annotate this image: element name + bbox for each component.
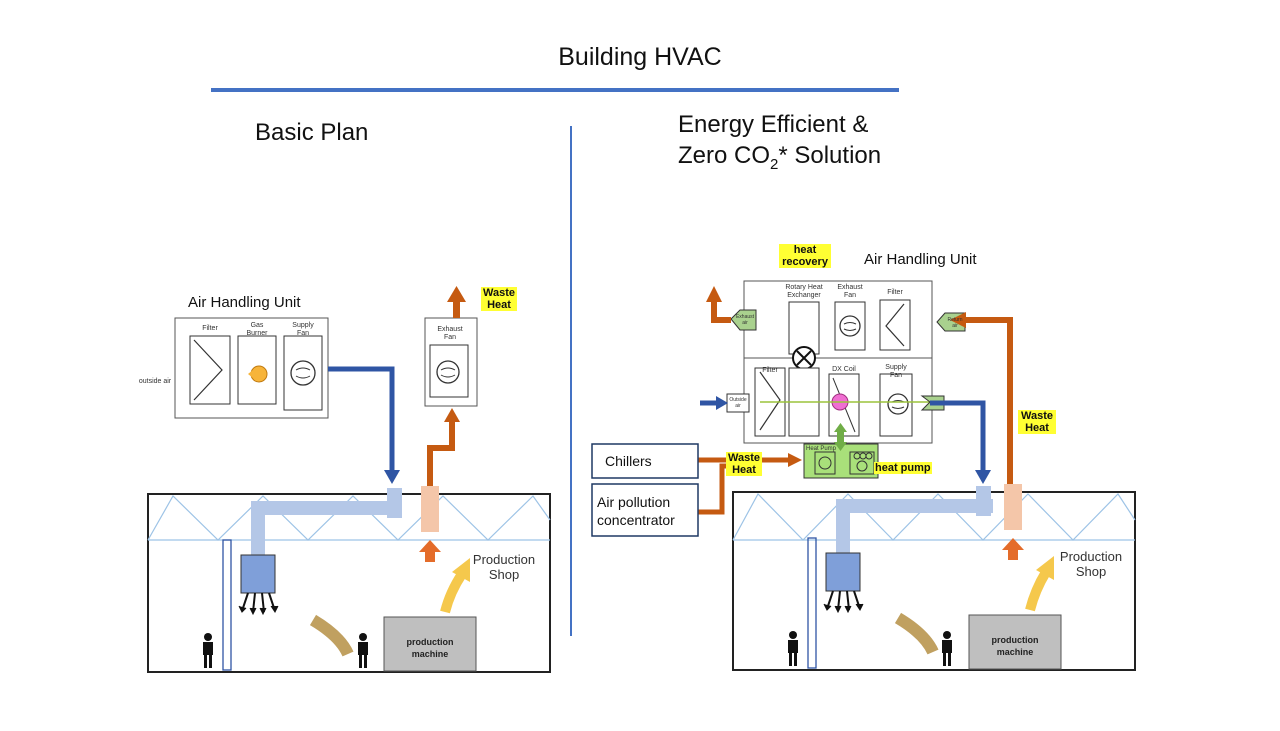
rotary-heat-exchanger-label: Rotary Heat Exchanger <box>785 284 823 299</box>
right-ahu-title: Air Handling Unit <box>864 251 977 268</box>
heat-pump-box-label: Heat Pump <box>806 446 837 452</box>
left-exhaust-unit <box>424 317 478 407</box>
left-supply-duct <box>328 366 395 470</box>
chillers-box <box>591 443 699 479</box>
heading-zero-co: Zero CO <box>678 142 771 169</box>
page-title: Building HVAC <box>558 43 722 71</box>
chillers-label: Chillers <box>605 453 652 469</box>
left-filter <box>189 335 231 405</box>
right-production-shop: Production Shop <box>1059 549 1123 579</box>
left-exhaust-arrow <box>447 286 466 318</box>
heading-solution: * Solution <box>778 142 882 169</box>
air-pollution-label: Air pollution concentrator <box>597 494 675 528</box>
air-pollution-box <box>591 483 699 537</box>
right-outside-air-label: Outside air <box>729 397 747 409</box>
left-supply-fan-label: Supply Fan <box>292 322 314 337</box>
left-filter-label: Filter <box>202 325 218 332</box>
right-supply-fan-label: Supply Fan <box>885 364 907 379</box>
right-heading-line2: Zero CO2* Solution <box>678 141 881 180</box>
title-underline <box>211 88 899 92</box>
right-filter-top-label: Filter <box>887 289 903 296</box>
heading-subscript: 2 <box>770 155 779 173</box>
left-heading: Basic Plan <box>255 119 369 146</box>
right-ahu <box>726 280 966 444</box>
dx-coil-label: DX Coil <box>832 366 856 373</box>
left-production-shop: Production Shop <box>472 552 536 582</box>
left-outside-air: outside air <box>138 378 172 385</box>
left-gas-burner-label: Gas Burner <box>246 322 268 337</box>
right-heading-line1: Energy Efficient & <box>678 111 869 138</box>
left-exhaust-duct <box>427 420 455 490</box>
left-production-machine: production machine <box>406 637 454 659</box>
return-air-label: Return air <box>947 317 963 329</box>
exhaust-air-label: Exhaust air <box>735 314 755 326</box>
left-building <box>147 486 551 673</box>
right-building <box>732 484 1136 671</box>
left-ahu-title: Air Handling Unit <box>188 294 301 311</box>
left-waste-heat-label: Waste Heat <box>481 287 517 311</box>
left-exhaust-fan-label: Exhaust Fan <box>437 326 463 341</box>
right-exhaust-fan-label: Exhaust Fan <box>837 284 863 299</box>
right-filter-bottom-label: Filter <box>762 367 778 374</box>
left-ahu <box>174 317 329 419</box>
heat-pump-label: heat pump <box>874 462 932 474</box>
heat-recovery-label: heat recovery <box>779 244 831 268</box>
right-production-machine: production machine <box>991 635 1039 657</box>
center-waste-heat-label: Waste Heat <box>726 452 762 476</box>
right-waste-heat-label: Waste Heat <box>1018 410 1056 434</box>
